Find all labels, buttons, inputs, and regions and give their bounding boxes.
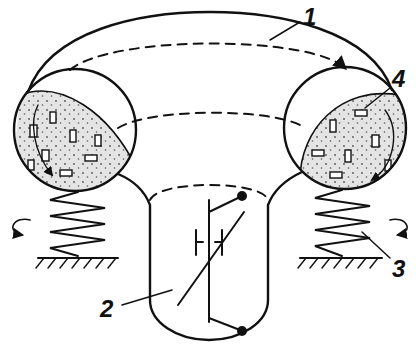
stem-housing: [118, 172, 302, 340]
torus-section: [284, 67, 406, 189]
leader-line: [122, 22, 390, 305]
torus-housing: [28, 12, 392, 92]
spring: [36, 190, 382, 268]
vibrator-symbol: [178, 192, 246, 335]
torus-section: [14, 69, 136, 191]
callout-number: 4: [392, 66, 405, 92]
callout-number: 1: [303, 4, 316, 30]
rotation-arrow: [13, 219, 407, 235]
callout-number: 2: [100, 296, 113, 322]
callout-number: 3: [392, 256, 405, 282]
flow-path: [70, 43, 345, 200]
bulk-material: [280, 94, 420, 200]
bulk-material: [10, 91, 140, 200]
